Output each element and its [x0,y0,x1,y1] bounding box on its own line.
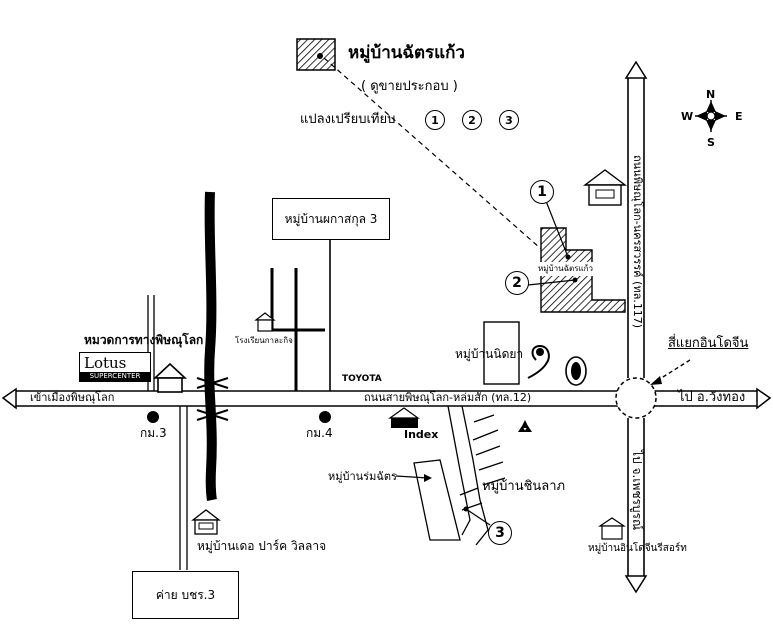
to-wangthong-label: ไป อ.วังทอง [678,390,746,405]
lotus-sub: SUPERCENTER [80,372,150,381]
camp-box: ค่าย บชร.3 [132,571,239,619]
house-icon [254,312,276,332]
police-school-label: โรงเรียนกาละกิจ [235,336,293,345]
resort-label: หมู่บ้านอินโดจีนรีสอร์ท [588,543,687,554]
legend-plot-1: 1 [425,110,445,130]
intersection-label: สี่แยกอินโดจีน [668,336,749,351]
mitsubishi-icon [518,420,532,432]
village-pakaskun-box: หมู่บ้านผกาสกุล 3 [272,198,390,240]
village-romchat-label: หมู่บ้านร่มฉัตร [328,470,397,483]
legend-plots-label: แปลงเปรียบเทียบ [300,112,396,127]
site-label: หมู่บ้านฉัตรแก้ว [538,262,594,276]
legend-hatch-swatch [296,38,336,71]
house-icon [191,509,221,535]
legend-plot-3: 3 [499,110,519,130]
legend-leader-line [323,57,549,256]
village-parkville-label: หมู่บ้านเดอ ปาร์ค วิลลาจ [197,539,327,553]
village-chinlap-label: หมู่บ้านชินลาภ [482,479,566,494]
village-nidaya-label: หมู่บ้านนิดยา [455,347,524,361]
main-road-label: ถนนสายพิษณุโลก-หล่มสัก (ทล.12) [364,391,532,404]
highway-dept-label: หมวดการทางพิษณุโลก [84,333,204,347]
lotus-logo: Lotus SUPERCENTER [79,352,151,382]
compass-north: N [706,88,716,101]
index-store-icon [388,407,420,428]
river [204,191,217,501]
legend-plot-2: 2 [462,110,482,130]
compass-east: E [735,110,743,123]
house-icon [152,362,188,393]
emblem-icon [527,344,550,379]
km-marker-dot [147,411,159,423]
house-icon [598,517,626,540]
legend-title: หมู่บ้านฉัตรแก้ว [348,43,465,63]
compass-rose [695,100,727,132]
compass-west: W [681,110,694,123]
intersection-roundabout [615,377,657,419]
temple-icon [565,356,587,386]
house-icon [582,169,628,206]
site-plot-3: 3 [488,521,512,545]
lotus-brand: Lotus [84,354,127,372]
highway-117 [624,60,648,594]
to-city-label: เข้าเมืองพิษณุโลก [30,391,115,404]
south-road-label: ไป จ.เพชรบูรณ์ [630,450,644,531]
site-plot-1: 1 [530,180,554,204]
legend-subtitle: ( ดูขายประกอบ ) [361,79,458,94]
site-plot-2: 2 [505,271,529,295]
toyota-label: TOYOTA [342,374,382,384]
km-marker-dot [319,411,331,423]
index-label: Index [404,428,439,441]
km4-label: กม.4 [306,426,333,440]
pakaskun-roads [270,240,331,391]
km3-label: กม.3 [140,426,167,440]
north-highway-label: ถนนพิษณุโลก-นครสวรรค์ (ทล.117) [631,155,644,329]
compass-south: S [707,136,715,149]
